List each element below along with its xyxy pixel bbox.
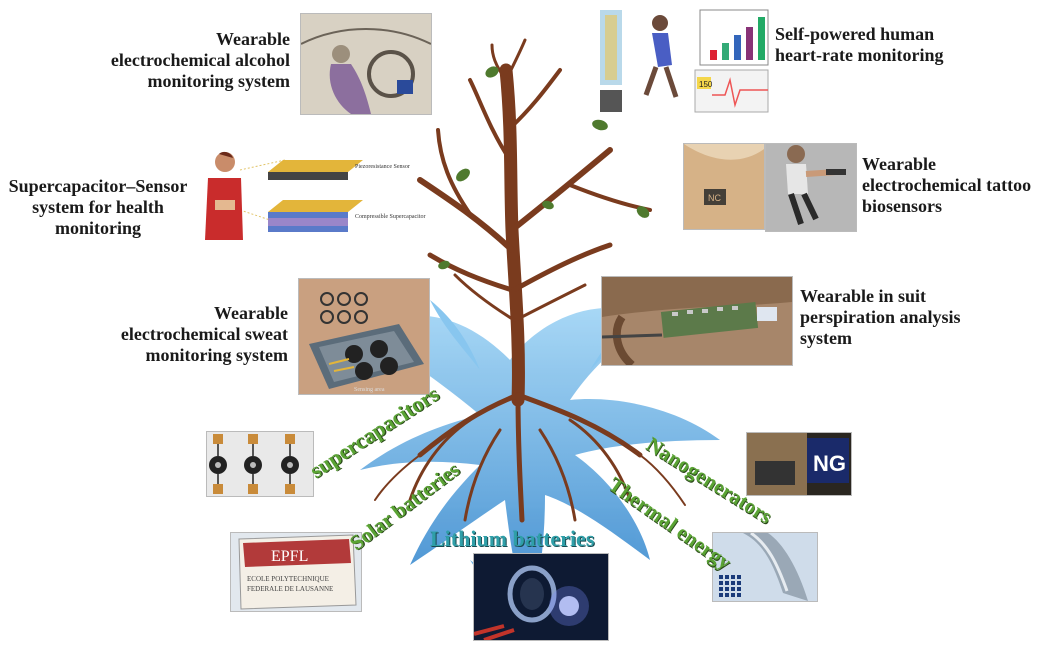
epfl-subtitle-1: ECOLE POLYTECHNIQUE	[247, 575, 329, 583]
epfl-logo: EPFL	[271, 548, 308, 565]
tattoo-arm-photo: NC	[683, 143, 765, 230]
perspiration-analysis-label: Wearable in suit perspiration analysis s…	[800, 286, 961, 348]
tree-leaves	[438, 66, 650, 270]
supercapacitors-photo	[206, 431, 314, 497]
tree-roots	[374, 392, 686, 523]
thermal-energy-photo	[712, 532, 818, 602]
solar-batteries-photo: EPFL ECOLE POLYTECHNIQUE FEDERALE DE LAU…	[230, 532, 362, 612]
tattoo-biosensors-label: Wearable electrochemical tattoo biosenso…	[862, 154, 1032, 216]
tattoo-cyclist-photo	[765, 143, 857, 232]
alcohol-monitoring-label: Wearable electrochemical alcohol monitor…	[110, 29, 290, 91]
tattoo-mark: NC	[708, 193, 721, 203]
nanogenerators-photo: NG	[746, 432, 852, 496]
sweat-monitoring-label: Wearable electrochemical sweat monitorin…	[120, 303, 288, 365]
perspiration-head-photo	[601, 276, 793, 366]
compressible-caption: Compressible Supercapacitor	[355, 214, 425, 220]
sensing-area-caption: Sensing area	[354, 387, 385, 393]
supercapacitor-sensor-figure: Piezoresistance Sensor Compressible Supe…	[193, 150, 433, 250]
lithium-batteries-label: Lithium batteries	[430, 526, 595, 551]
lithium-batteries-photo	[473, 553, 609, 641]
alcohol-car-photo	[300, 13, 432, 115]
heart-rate-photo: 150	[600, 5, 770, 115]
heart-rate-monitoring-label: Self-powered human heart-rate monitoring	[775, 24, 944, 65]
tree-trunk	[417, 38, 652, 407]
sweat-patch-photo: Sensing area	[298, 278, 430, 395]
hr-readout: 150	[699, 80, 713, 89]
epfl-subtitle-2: FEDERALE DE LAUSANNE	[247, 585, 333, 593]
supercapacitor-sensor-label: Supercapacitor–Sensor system for health …	[8, 176, 188, 238]
ng-text: NG	[813, 451, 846, 476]
piezo-caption: Piezoresistance Sensor	[355, 164, 410, 170]
